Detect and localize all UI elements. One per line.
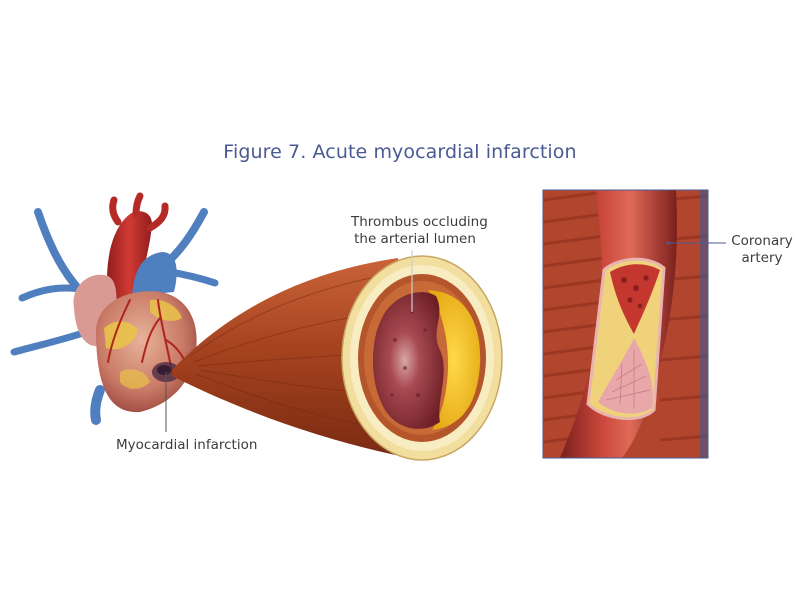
thrombus-label: Thrombus occluding the arterial lumen [351,214,488,248]
coronary-label-line2: artery [741,250,783,266]
pulmonary-trunk [132,252,177,296]
artery-tube [172,258,410,458]
figure-title: Figure 7. Acute myocardial infarction [223,141,577,163]
coronary-artery-label: Coronary artery [728,233,796,267]
thrombus-label-line2: the arterial lumen [354,231,476,247]
panel-border [542,189,709,459]
thrombus-label-line1: Thrombus occluding [351,214,488,230]
coronary-artery-panel [542,189,726,459]
infarction-label: Myocardial infarction [116,437,258,453]
artery-cross-section [172,250,503,461]
plaque [428,290,481,430]
heart [10,192,219,425]
coronary-label-line1: Coronary [731,233,793,249]
